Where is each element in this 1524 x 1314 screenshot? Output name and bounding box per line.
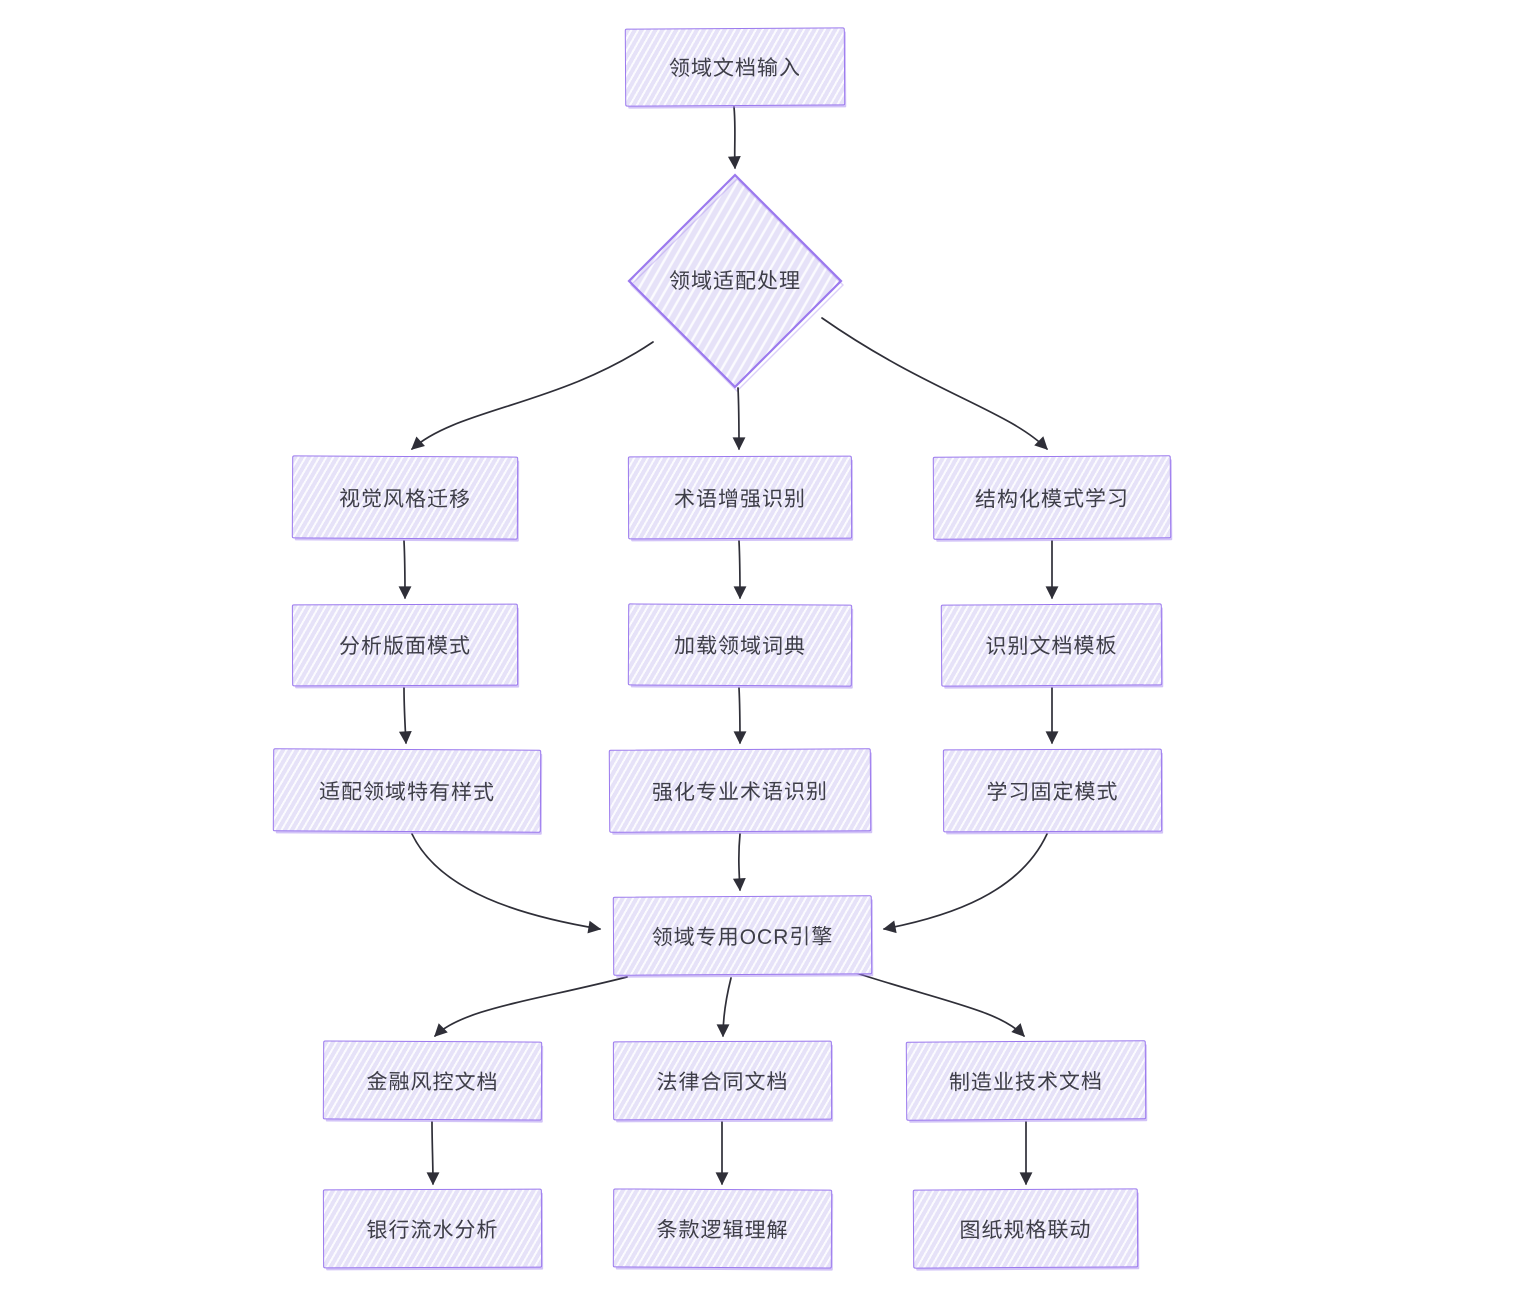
node-clause-logic-understanding[interactable]: 条款逻辑理解 — [612, 1188, 833, 1269]
edge-adapt-visual — [411, 341, 654, 450]
edge-fixed-ocr — [882, 833, 1048, 934]
edge-ocr-manufacturing — [855, 972, 1025, 1037]
decision-diamond-shape[interactable] — [627, 173, 843, 389]
node-learn-fixed-patterns[interactable]: 学习固定模式 — [942, 748, 1163, 833]
edge-visual-layout — [398, 540, 412, 600]
node-manufacturing-technical-documents[interactable]: 制造业技术文档 — [905, 1040, 1147, 1121]
node-domain-specific-ocr-engine[interactable]: 领域专用OCR引擎 — [612, 895, 873, 976]
edge-input-adapt — [727, 106, 741, 170]
node-financial-risk-control-documents[interactable]: 金融风控文档 — [322, 1040, 543, 1121]
node-analyze-layout-patterns[interactable]: 分析版面模式 — [291, 603, 519, 687]
node-identify-document-templates[interactable]: 识别文档模板 — [940, 603, 1163, 687]
edge-proterms-ocr — [732, 833, 746, 892]
edge-adapt-terminology — [732, 387, 746, 451]
edge-finance-bank — [426, 1121, 440, 1186]
node-bank-statement-analysis[interactable]: 银行流水分析 — [322, 1188, 543, 1269]
node-load-domain-dictionary[interactable]: 加载领域词典 — [627, 603, 853, 687]
node-adapt-domain-specific-styles[interactable]: 适配领域特有样式 — [272, 748, 542, 833]
edge-ocr-legal — [716, 977, 732, 1038]
edge-ocr-finance — [434, 976, 628, 1037]
node-domain-adaptation-label: 领域适配处理 — [669, 270, 801, 293]
node-drawing-specification-linkage[interactable]: 图纸规格联动 — [912, 1188, 1139, 1269]
edge-style-ocr — [411, 833, 602, 934]
edge-adapt-structured — [821, 317, 1048, 450]
node-structured-pattern-learning[interactable]: 结构化模式学习 — [932, 455, 1172, 540]
edge-layout-style — [398, 687, 412, 745]
node-strengthen-professional-term-recognition[interactable]: 强化专业术语识别 — [608, 748, 872, 833]
node-legal-contract-documents[interactable]: 法律合同文档 — [612, 1040, 833, 1121]
edge-dictionary-proterms — [733, 687, 747, 745]
decision-diamond-echo — [630, 178, 844, 392]
node-terminology-enhanced-recognition[interactable]: 术语增强识别 — [627, 455, 853, 540]
node-domain-document-input[interactable]: 领域文档输入 — [624, 27, 846, 107]
edge-terminology-dictionary — [733, 540, 747, 600]
node-visual-style-transfer[interactable]: 视觉风格迁移 — [291, 455, 519, 540]
